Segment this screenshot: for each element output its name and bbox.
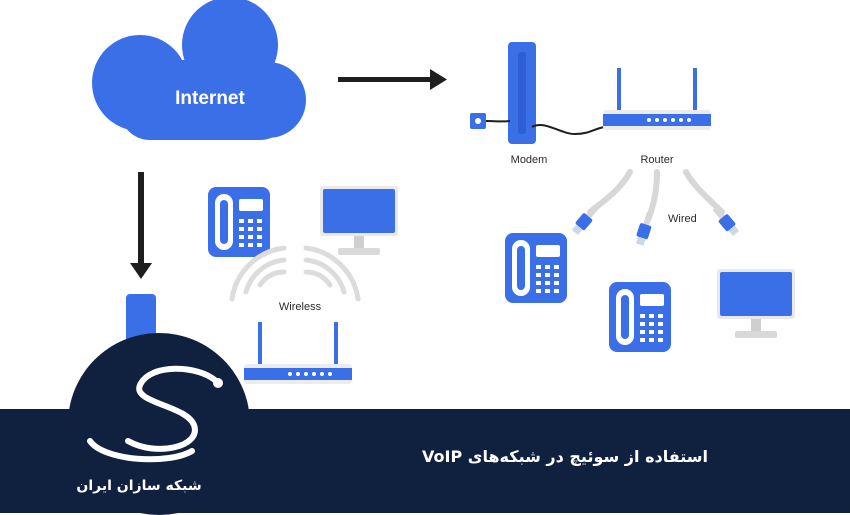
cloud-label: Internet [175,88,245,109]
ip-phone-icon [505,233,567,303]
ip-phone-icon [208,187,270,257]
router-wireless [244,322,352,384]
router-label: Router [640,154,673,166]
logo-text: شبکه سازان ایران [76,478,202,494]
banner-caption: استفاده از سوئیچ در شبکه‌های VoIP [422,447,708,466]
wifi-waves-icon [229,245,361,302]
monitor-icon [320,186,398,255]
arrow-right-icon [338,69,447,90]
monitor-icon [717,269,795,338]
router-icon [603,68,711,130]
cloud-icon [92,0,306,140]
wireless-label: Wireless [279,301,322,313]
logo-s-icon [87,365,223,463]
ethernet-plug-icon [570,203,601,237]
wired-cables: Wired [570,169,741,247]
modem-label: Modem [511,154,548,166]
modem-icon [508,42,536,144]
wired-label: Wired [668,213,697,225]
brand-logo [68,333,250,515]
ip-phone-icon [609,282,671,352]
arrow-down-icon [130,172,152,279]
modem: Modem [470,42,606,166]
wall-socket-icon [470,113,486,129]
router-icon [244,322,352,384]
ethernet-plug-icon [710,204,741,238]
router-top: Router [603,68,711,166]
internet-cloud: Internet [92,0,306,140]
